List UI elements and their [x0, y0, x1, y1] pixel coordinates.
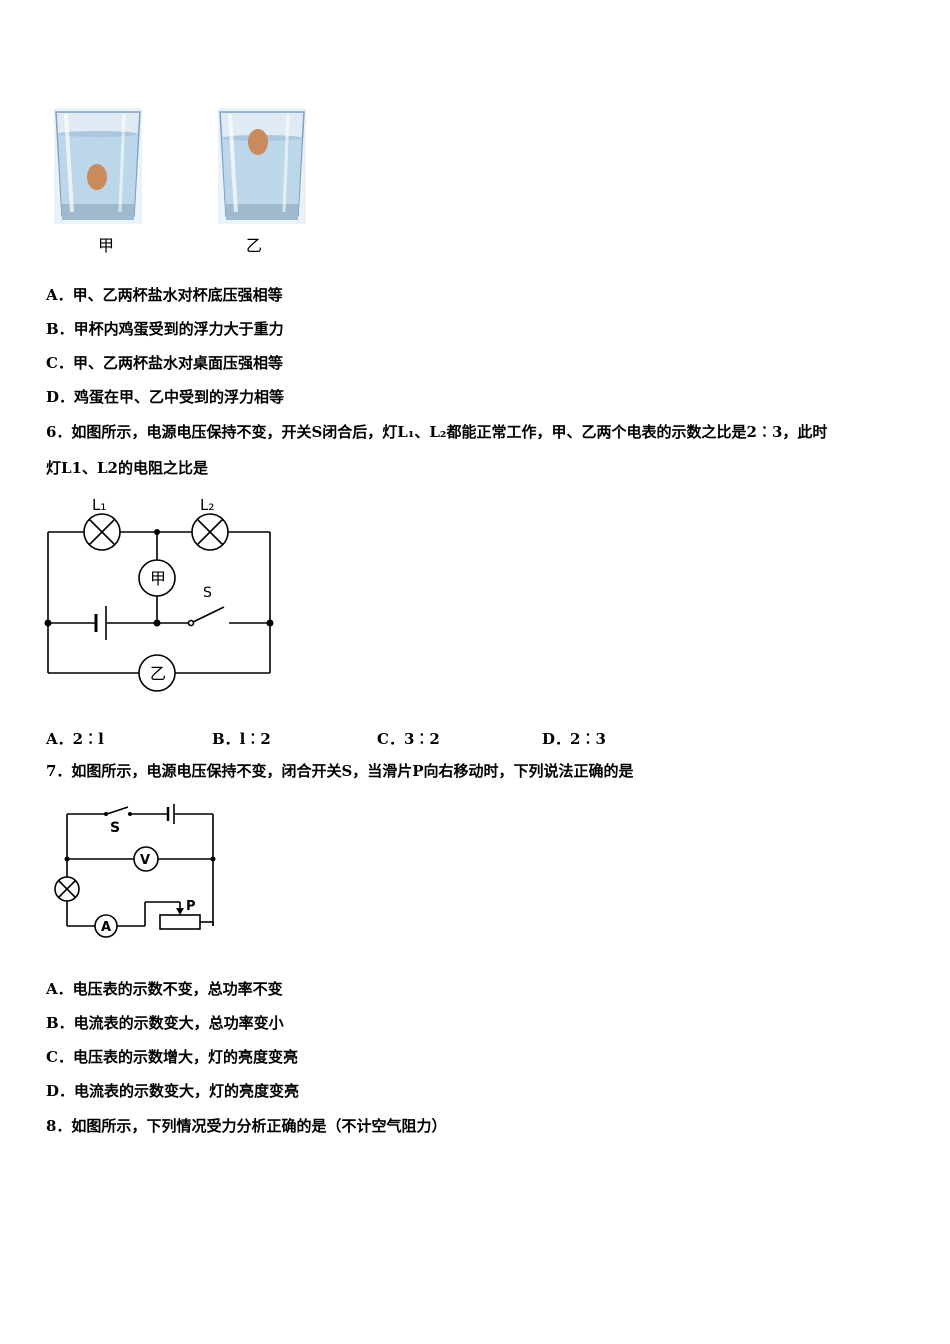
q6-option-c: C．3︰2: [377, 730, 440, 748]
q6-meter-bottom-label: 乙: [150, 664, 166, 683]
glass-left-figure: [54, 108, 142, 224]
q7-circuit-diagram: S V A P: [54, 804, 216, 938]
q7-option-d: D．电流表的示数变大，灯的亮度变亮: [46, 1082, 300, 1100]
q7-switch-label: S: [110, 820, 120, 836]
q8-question-line1: 8．如图所示，下列情况受力分析正确的是（不计空气阻力）: [46, 1117, 447, 1135]
q7-ammeter-label: A: [101, 920, 111, 935]
glass-right-caption: 乙: [246, 236, 263, 255]
q7-voltmeter-label: V: [140, 853, 150, 868]
q6-option-a: A．2︰l: [46, 730, 104, 748]
q6-options: A．2︰l B．l︰2 C．3︰2 D．2︰3: [0, 728, 950, 748]
q6-option-d: D．2︰3: [542, 730, 606, 748]
glass-right-figure: [218, 108, 306, 224]
q7-slider-label: P: [186, 899, 196, 914]
q6-question-line2: 灯L1、L2的电阻之比是: [46, 459, 208, 477]
q5-option-b: B．甲杯内鸡蛋受到的浮力大于重力: [46, 320, 284, 338]
q6-meter-top-label: 甲: [150, 569, 166, 588]
q7-question-line1: 7．如图所示，电源电压保持不变，闭合开关S，当滑片P向右移动时，下列说法正确的是: [46, 762, 634, 780]
egg-sunk: [87, 164, 107, 190]
q7-option-c: C．电压表的示数增大，灯的亮度变亮: [46, 1048, 298, 1066]
q6-lamp1-label: L₁: [92, 496, 106, 514]
q6-option-b: B．l︰2: [212, 730, 271, 748]
q5-option-c: C．甲、乙两杯盐水对桌面压强相等: [46, 354, 283, 372]
q6-switch-label: S: [203, 585, 212, 601]
glass-left-caption: 甲: [98, 236, 115, 255]
q5-option-d: D．鸡蛋在甲、乙中受到的浮力相等: [46, 388, 285, 406]
q6-circuit-diagram: L₁ L₂ 甲 乙 S: [44, 496, 274, 692]
q7-option-b: B．电流表的示数变大，总功率变小: [46, 1014, 284, 1032]
q5-option-a: A．甲、乙两杯盐水对杯底压强相等: [46, 286, 283, 304]
q7-option-a: A．电压表的示数不变，总功率不变: [46, 980, 283, 998]
egg-floating: [248, 129, 268, 155]
q6-lamp2-label: L₂: [200, 496, 214, 514]
q6-question-line1: 6．如图所示，电源电压保持不变，开关S闭合后，灯L₁、L₂都能正常工作，甲、乙两…: [46, 423, 828, 441]
